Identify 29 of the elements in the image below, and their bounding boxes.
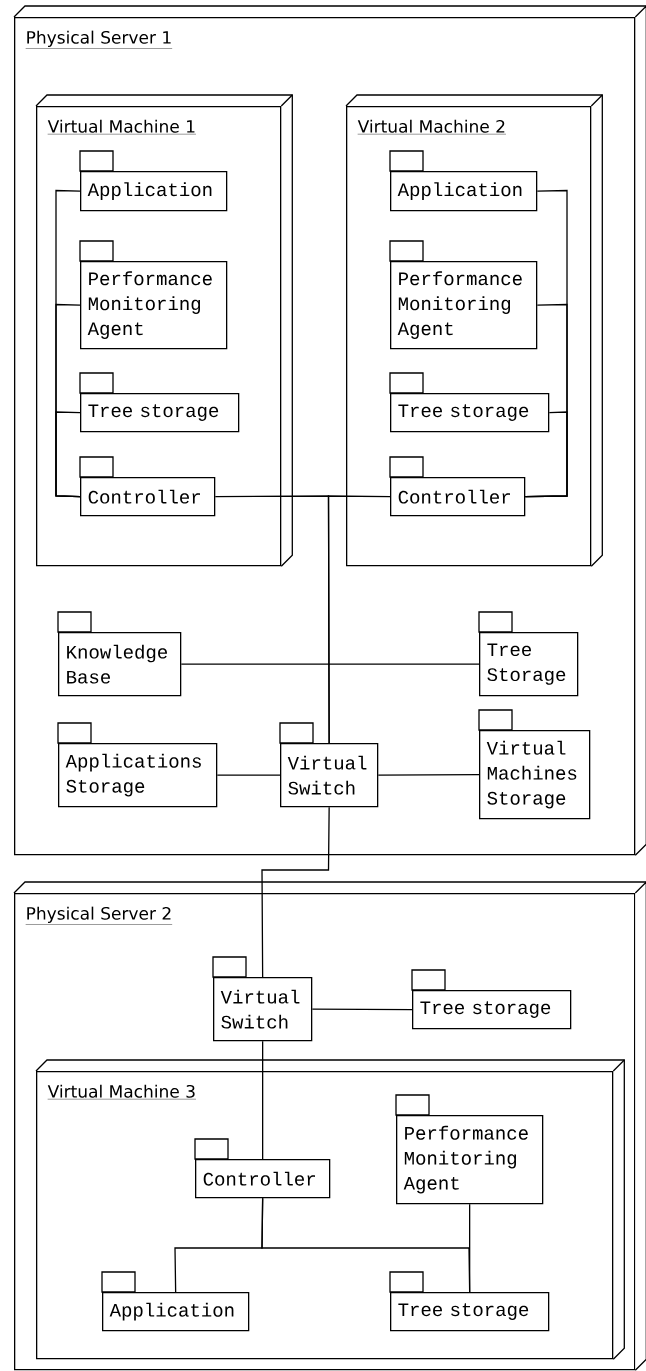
package-box: Application (101, 1271, 250, 1332)
connector-line (469, 1203, 471, 1293)
connector-line (262, 1040, 264, 1160)
connector-line (524, 411, 568, 498)
package-box: Applications Storage (57, 722, 218, 808)
package-box: Virtual Switch (279, 722, 379, 808)
package-box: Tree storage (79, 372, 240, 433)
package-box: Controller (389, 456, 526, 517)
connector-line (261, 806, 330, 978)
package-box: Application (389, 150, 538, 212)
package-box: Tree Storage (478, 611, 579, 697)
package-box: Controller (79, 456, 216, 517)
connector-line (180, 663, 480, 665)
connector-line (377, 774, 480, 776)
package-box: Performance Monitoring Agent (389, 240, 538, 350)
package-box: Performance Monitoring Agent (395, 1094, 544, 1205)
package-box: Controller (194, 1138, 331, 1199)
connector-line (216, 774, 281, 776)
package-box: Performance Monitoring Agent (79, 240, 228, 350)
connector-line (327, 495, 391, 744)
package-box: Tree storage (411, 969, 572, 1030)
connector-line (311, 1008, 413, 1011)
package-box: Application (79, 150, 228, 212)
package-box: Virtual Machines Storage (478, 709, 591, 820)
package-box: Virtual Switch (212, 956, 313, 1042)
package-box: Tree storage (389, 372, 550, 433)
connector-line (55, 411, 81, 498)
package-box: Tree storage (389, 1271, 550, 1332)
package-box: Knowledge Base (57, 611, 182, 697)
